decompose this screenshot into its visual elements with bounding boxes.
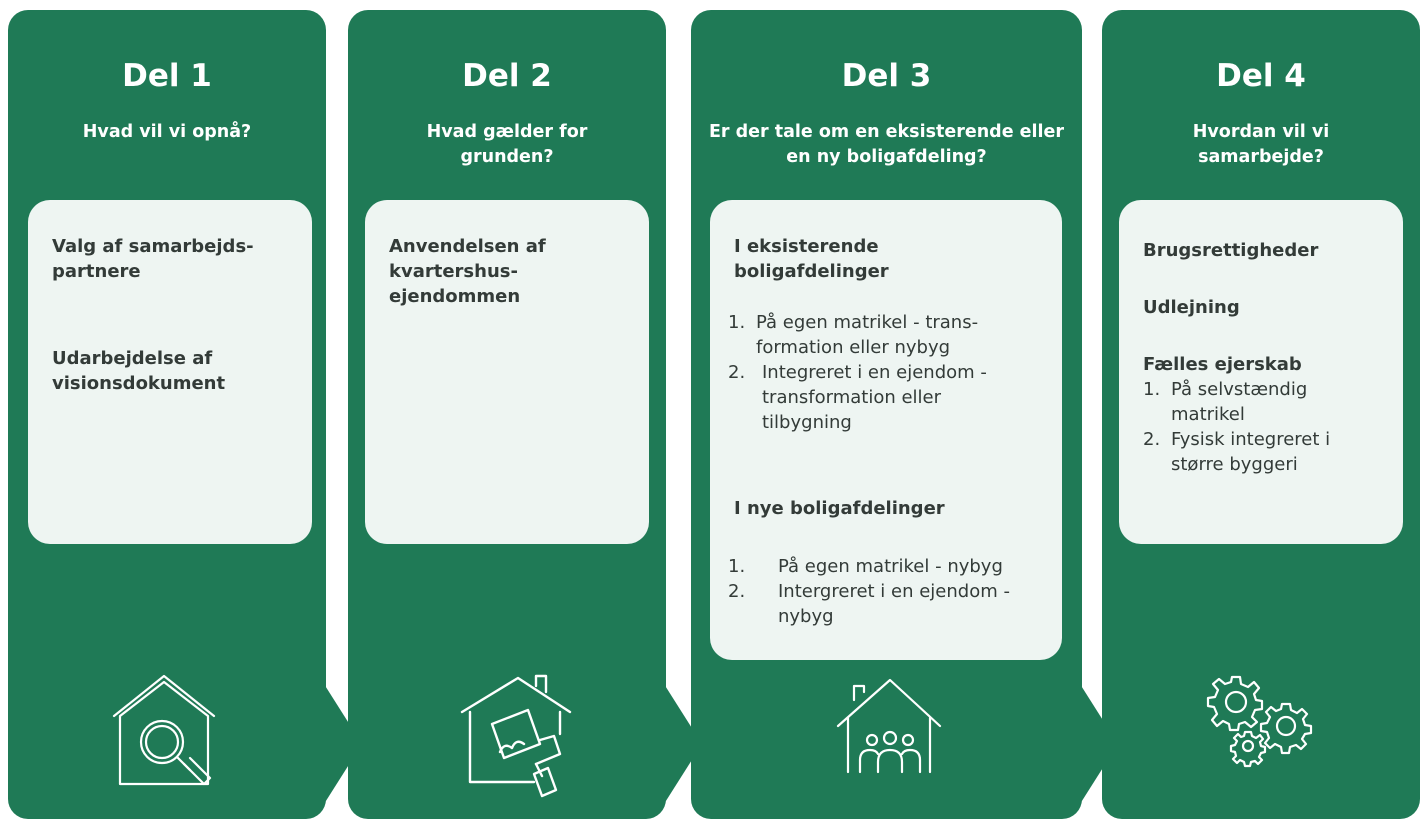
card-item: Brugsrettigheder — [1143, 240, 1319, 261]
list-number: 1. — [1143, 379, 1161, 400]
section-heading: I nye boligafdelinger — [734, 498, 945, 519]
column-title: Del 3 — [841, 58, 932, 94]
list-text: Fysisk integreret i større byggeri — [1171, 429, 1331, 475]
list-number: 2. — [1143, 429, 1161, 450]
list-number: 2. — [728, 581, 746, 602]
content-card: Valg af samarbejds-partnere Udarbejdelse… — [28, 200, 312, 544]
list-item: 2. Intergreret i en ejendom - nybyg — [728, 579, 1058, 629]
card-item: Udarbejdelse af visionsdokument — [52, 348, 226, 394]
card-item: Valg af samarbejds-partnere — [52, 236, 254, 282]
list-number: 1. — [728, 556, 746, 577]
list-text: På selvstændig matrikel — [1171, 379, 1308, 425]
chevron-right-icon — [664, 684, 702, 804]
section-heading: Fælles ejerskab — [1143, 354, 1302, 375]
list-item: 1. På egen matrikel - nybyg — [728, 554, 1058, 579]
house-search-icon — [112, 674, 216, 786]
column-title: Del 2 — [462, 58, 552, 94]
card-item: Anvendelsen af kvartershus-ejendommen — [389, 236, 546, 307]
chevron-right-icon — [1080, 684, 1118, 804]
column-del-2: Del 2 Hvad gælder for grunden? Anvendels… — [348, 10, 666, 819]
list-item: 1. På selvstændig matrikel — [1143, 377, 1393, 427]
content-card: I eksisterende boligafdelinger 1. På ege… — [710, 200, 1062, 660]
column-question: Hvad vil vi opnå? — [82, 122, 252, 142]
list-text: Intergreret i en ejendom - nybyg — [778, 581, 1010, 627]
list-number: 2. — [728, 362, 746, 383]
card-item: Udlejning — [1143, 297, 1240, 318]
numbered-list: 1. På selvstændig matrikel 2. Fysisk int… — [1143, 377, 1393, 477]
numbered-list: 1. På egen matrikel - nybyg 2. Intergrer… — [728, 554, 1058, 629]
list-number: 1. — [728, 312, 746, 333]
column-title: Del 4 — [1216, 58, 1306, 94]
section-heading: I eksisterende boligafdelinger — [734, 236, 889, 282]
column-question: Hvad gælder for grunden? — [426, 122, 588, 167]
list-item: 1. På egen matrikel - trans-formation el… — [728, 310, 1048, 360]
numbered-list: 1. På egen matrikel - trans-formation el… — [728, 310, 1048, 435]
list-item: 2. Fysisk integreret i større byggeri — [1143, 427, 1393, 477]
column-del-1: Del 1 Hvad vil vi opnå? Valg af samarbej… — [8, 10, 326, 819]
list-text: Integreret i en ejendom - transformation… — [762, 362, 987, 433]
column-title: Del 1 — [122, 58, 212, 94]
list-item: 2. Integreret i en ejendom - transformat… — [728, 360, 1048, 435]
column-question: Hvordan vil vi samarbejde? — [1192, 122, 1330, 167]
house-people-icon — [836, 678, 942, 774]
column-del-4: Del 4 Hvordan vil vi samarbejde? Brugsre… — [1102, 10, 1420, 819]
column-question: Er der tale om en eksisterende eller en … — [708, 122, 1065, 167]
chevron-right-icon — [324, 684, 362, 804]
gears-icon — [1206, 675, 1313, 768]
content-card: Brugsrettigheder Udlejning Fælles ejersk… — [1119, 200, 1403, 544]
list-text: På egen matrikel - trans-formation eller… — [756, 312, 979, 358]
list-text: På egen matrikel - nybyg — [778, 556, 1003, 577]
house-paint-roller-icon — [460, 674, 572, 798]
content-card: Anvendelsen af kvartershus-ejendommen — [365, 200, 649, 544]
